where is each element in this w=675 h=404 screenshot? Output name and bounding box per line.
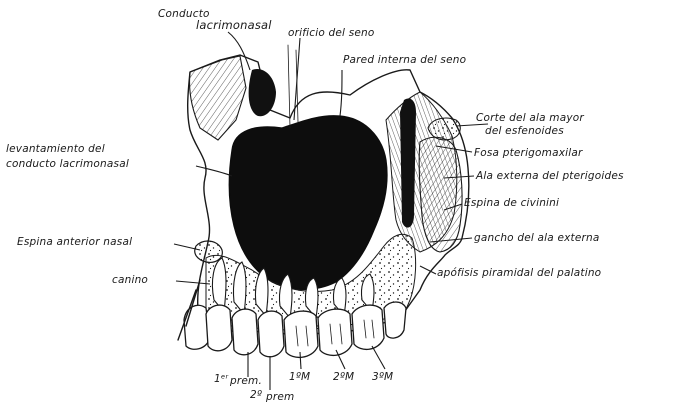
pterygoid-external-wing: [419, 137, 462, 252]
bone-drawing: [178, 45, 469, 357]
label-corte-ala-mayor-2: del esfenoides: [485, 125, 564, 137]
label-segundo-premolar-2: prem: [265, 391, 294, 403]
label-levantamiento-2: conducto lacrimonasal: [6, 158, 129, 170]
tooth-premolar-2: [258, 311, 284, 357]
orifice-guide: [288, 45, 290, 128]
tooth-molar-1: [284, 311, 318, 357]
label-corte-ala-mayor-1: Corte del ala mayor: [476, 112, 584, 124]
label-espina-nasal: Espina anterior nasal: [17, 236, 132, 248]
label-pared-interna: Pared interna del seno: [343, 54, 466, 66]
label-conducto-lacrimonasal-top-2: lacrimonasal: [196, 18, 272, 32]
tooth-premolar-1: [232, 309, 258, 355]
label-primer-premolar-1: 1ᵉʳ: [214, 373, 229, 385]
maxillary-sinus: [229, 116, 387, 290]
label-tercer-molar: 3ºM: [372, 371, 393, 383]
tooth-wisdom: [384, 302, 406, 338]
anterior-nasal-spine: [195, 241, 223, 262]
pterygoid-plate-dark: [400, 99, 416, 228]
tooth-molar-3: [352, 305, 384, 349]
frontal-process: [189, 56, 246, 140]
label-segundo-molar: 2ºM: [333, 371, 354, 383]
label-apofisis-piramidal: apófisis piramidal del palatino: [437, 267, 601, 279]
label-canino: canino: [112, 274, 148, 286]
lacrimonasal-canal: [249, 69, 276, 116]
label-segundo-premolar-1: 2º: [250, 389, 262, 401]
label-primer-premolar-2: prem.: [229, 375, 262, 387]
tooth-canine: [206, 305, 232, 351]
label-ala-externa-pterigoides: Ala externa del pterigoides: [475, 170, 624, 182]
label-levantamiento-1: levantamiento del: [6, 143, 105, 155]
label-primer-molar: 1ºM: [289, 371, 310, 383]
label-espina-civinini: Espina de civinini: [464, 197, 559, 209]
tooth-molar-2: [318, 309, 352, 355]
label-orificio-seno: orificio del seno: [288, 27, 375, 39]
label-fosa-pterigomaxilar: Fosa pterigomaxilar: [474, 147, 583, 159]
label-gancho-ala-externa: gancho del ala externa: [474, 232, 600, 244]
